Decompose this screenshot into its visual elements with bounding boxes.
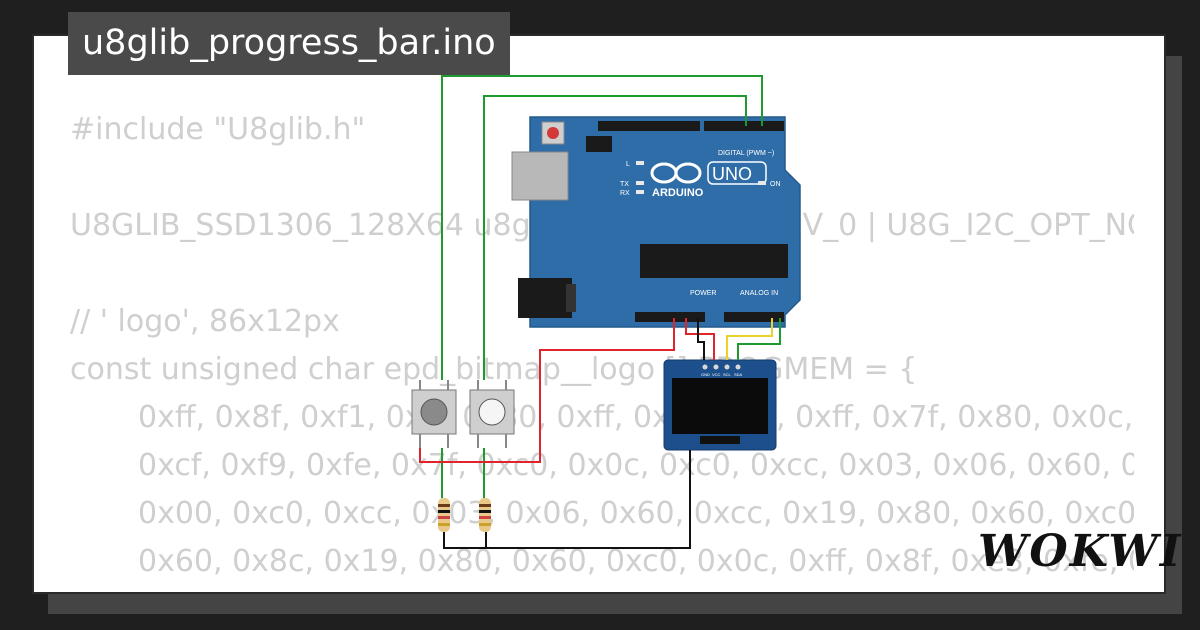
analog-header bbox=[724, 312, 784, 322]
l-led-label: L bbox=[626, 161, 630, 168]
pushbutton-left[interactable] bbox=[411, 380, 457, 448]
on-label: ON bbox=[770, 181, 781, 188]
oled-display[interactable]: GND VCC SCL SDA bbox=[663, 359, 777, 451]
arduino-uno-board[interactable]: UNO ARDUINO DIGITAL (PWM ~) POWER ANALOG… bbox=[511, 116, 801, 328]
tx-label: TX bbox=[620, 181, 629, 188]
digital-header-left bbox=[598, 121, 700, 131]
digital-header-right bbox=[704, 121, 784, 131]
code-line: 0xcf, 0xf9, 0xfe, 0x7f, 0xc0, 0x0c, 0xc0… bbox=[138, 448, 1134, 483]
code-line: 0x60, 0x8c, 0x19, 0x80, 0x60, 0xc0, 0x0c… bbox=[138, 544, 1134, 579]
code-preview: #include "U8glib.h"U8GLIB_SSD1306_128X64… bbox=[70, 106, 1134, 592]
oled-pin-scl: SCL bbox=[723, 372, 732, 377]
power-jack bbox=[518, 278, 572, 318]
code-line: // ' logo', 86x12px bbox=[70, 304, 340, 339]
pushbutton-right[interactable] bbox=[469, 380, 515, 448]
code-line: 0x00, 0xc0, 0xcc, 0x03, 0x06, 0x60, 0xcc… bbox=[138, 496, 1134, 531]
digital-label: DIGITAL (PWM ~) bbox=[718, 150, 774, 157]
oled-pin-sda: SDA bbox=[734, 372, 743, 377]
icsp-header bbox=[586, 136, 612, 152]
page-title: u8glib_progress_bar.ino bbox=[68, 12, 510, 75]
oled-screen bbox=[672, 378, 768, 434]
atmega-chip bbox=[640, 244, 788, 278]
power-header bbox=[635, 312, 705, 322]
usb-port bbox=[511, 151, 569, 201]
wokwi-logo: WOKWI bbox=[978, 526, 1183, 577]
analog-label: ANALOG IN bbox=[740, 290, 778, 297]
power-label: POWER bbox=[690, 290, 716, 297]
wires bbox=[419, 75, 781, 549]
oled-pin-gnd: GND bbox=[701, 372, 710, 377]
rx-label: RX bbox=[620, 190, 630, 197]
resistor-right[interactable] bbox=[479, 498, 491, 532]
oled-pin-vcc: VCC bbox=[712, 372, 721, 377]
code-line: #include "U8glib.h" bbox=[70, 112, 366, 147]
resistor-left[interactable] bbox=[438, 498, 450, 532]
board-model-label: UNO bbox=[712, 164, 752, 184]
board-brand-label: ARDUINO bbox=[652, 187, 704, 199]
arduino-logo-icon bbox=[650, 162, 702, 184]
